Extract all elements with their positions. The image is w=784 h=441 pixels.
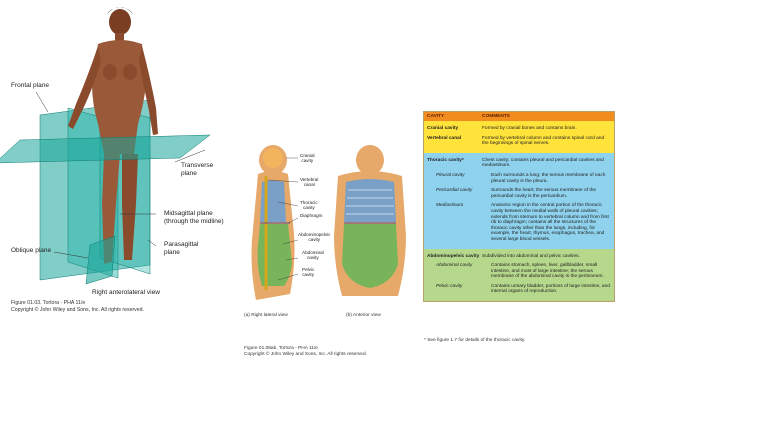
header-comments: COMMENTS bbox=[482, 113, 510, 119]
table-row: Abdominopelvic cavity Subdivided into ab… bbox=[424, 252, 614, 262]
table-header: CAVITY COMMENTS bbox=[424, 112, 614, 121]
row-name: Pericardial cavity bbox=[436, 188, 473, 194]
row-comment: Anatomic region in the central portion o… bbox=[491, 203, 609, 242]
vertebral-canal-label: Vertebral canal bbox=[300, 177, 319, 188]
cavities-figure-credit-2: Copyright © John Wiley and Sons, Inc. Al… bbox=[244, 352, 367, 357]
table-row: Vertebral canal Formed by vertebral colu… bbox=[424, 134, 614, 149]
cavities-figure-credit-1: Figure 01.08ab. Tortora - PHA 11/e bbox=[244, 346, 318, 351]
table-row: Pleural cavity Each surrounds a lung; th… bbox=[424, 171, 614, 186]
pelvic-cavity-label: Pelvic cavity bbox=[302, 267, 315, 278]
row-name: Mediastinum bbox=[436, 203, 464, 209]
table-row: Abdominal cavity Contains stomach, splee… bbox=[424, 261, 614, 282]
abdominopelvic-cavity-label: Abdominopelvic cavity bbox=[298, 232, 331, 243]
table-row: Pelvic cavity Contains urinary bladder, … bbox=[424, 282, 614, 297]
lateral-view-caption: (a) Right lateral view bbox=[244, 313, 288, 318]
table-row: Cranial cavity Formed by cranial bones a… bbox=[424, 124, 614, 134]
cranial-cavity-label: Cranial cavity bbox=[300, 153, 315, 164]
midsagittal-plane-label: Midsagittal plane (through the midline) bbox=[164, 210, 224, 225]
table-footnote: * See figure 1.7 for details of the thor… bbox=[424, 338, 526, 343]
body-cavities-illustration bbox=[251, 145, 406, 300]
lateral-view-figure bbox=[251, 145, 295, 300]
anterior-view-figure bbox=[334, 145, 406, 296]
transverse-plane-shape bbox=[0, 134, 211, 164]
oblique-plane-shape bbox=[85, 235, 116, 285]
row-name: Abdominal cavity bbox=[436, 263, 473, 269]
human-figure bbox=[68, 7, 158, 264]
row-comment: Formed by cranial bones and contains bra… bbox=[482, 126, 577, 131]
row-comment: Surrounds the heart; the serous membrane… bbox=[491, 188, 597, 199]
anterior-view-caption: (b) Anterior view bbox=[346, 313, 381, 318]
planes-view-caption: Right anterolateral view bbox=[92, 289, 160, 296]
oblique-plane-label: Oblique plane bbox=[11, 247, 52, 254]
body-planes-illustration bbox=[0, 7, 211, 285]
diaphragm-label: Diaphragm bbox=[300, 213, 323, 218]
header-cavity: CAVITY bbox=[427, 113, 445, 119]
row-name: Thoracic cavity* bbox=[427, 157, 464, 163]
frontal-plane-label: Frontal plane bbox=[11, 82, 49, 89]
row-comment: Formed by vertebral column and contains … bbox=[482, 135, 605, 147]
section-thoracic: Thoracic cavity* Chest cavity; contains … bbox=[424, 152, 614, 249]
table-row: Pericardial cavity Surrounds the heart; … bbox=[424, 186, 614, 201]
row-comment: Chest cavity; contains pleural and peric… bbox=[482, 157, 604, 169]
planes-figure-credit-2: Copyright © John Wiley and Sons, Inc. Al… bbox=[11, 307, 144, 313]
section-cranial: Cranial cavity Formed by cranial bones a… bbox=[424, 121, 614, 153]
planes-figure-credit-1: Figure 01.03. Tortora - PHA 11/e bbox=[11, 300, 86, 306]
row-comment: Contains stomach, spleen, liver, gallbla… bbox=[491, 263, 604, 280]
row-name: Abdominopelvic cavity bbox=[427, 253, 480, 259]
thoracic-cavity-label: Thoracic cavity bbox=[300, 200, 318, 211]
row-comment: Each surrounds a lung; the serous membra… bbox=[491, 172, 606, 184]
row-name: Pleural cavity bbox=[436, 172, 465, 178]
row-comment: Contains urinary bladder, portions of la… bbox=[491, 283, 610, 295]
row-name: Pelvic cavity bbox=[436, 283, 463, 289]
row-comment: Subdivided into abdominal and pelvic cav… bbox=[482, 253, 580, 259]
transverse-plane-label: Transverse plane bbox=[181, 162, 214, 177]
abdominal-cavity-label: Abdominal cavity bbox=[302, 250, 324, 261]
table-row: Mediastinum Anatomic region in the centr… bbox=[424, 201, 614, 244]
table-row: Thoracic cavity* Chest cavity; contains … bbox=[424, 156, 614, 171]
row-name: Vertebral canal bbox=[427, 135, 462, 141]
section-abdominopelvic: Abdominopelvic cavity Subdivided into ab… bbox=[424, 248, 614, 302]
parasagittal-plane-label: Parasagittal plane bbox=[164, 241, 199, 256]
row-name: Cranial cavity bbox=[427, 126, 459, 131]
cavity-table: CAVITY COMMENTS Cranial cavity Formed by… bbox=[423, 111, 615, 303]
